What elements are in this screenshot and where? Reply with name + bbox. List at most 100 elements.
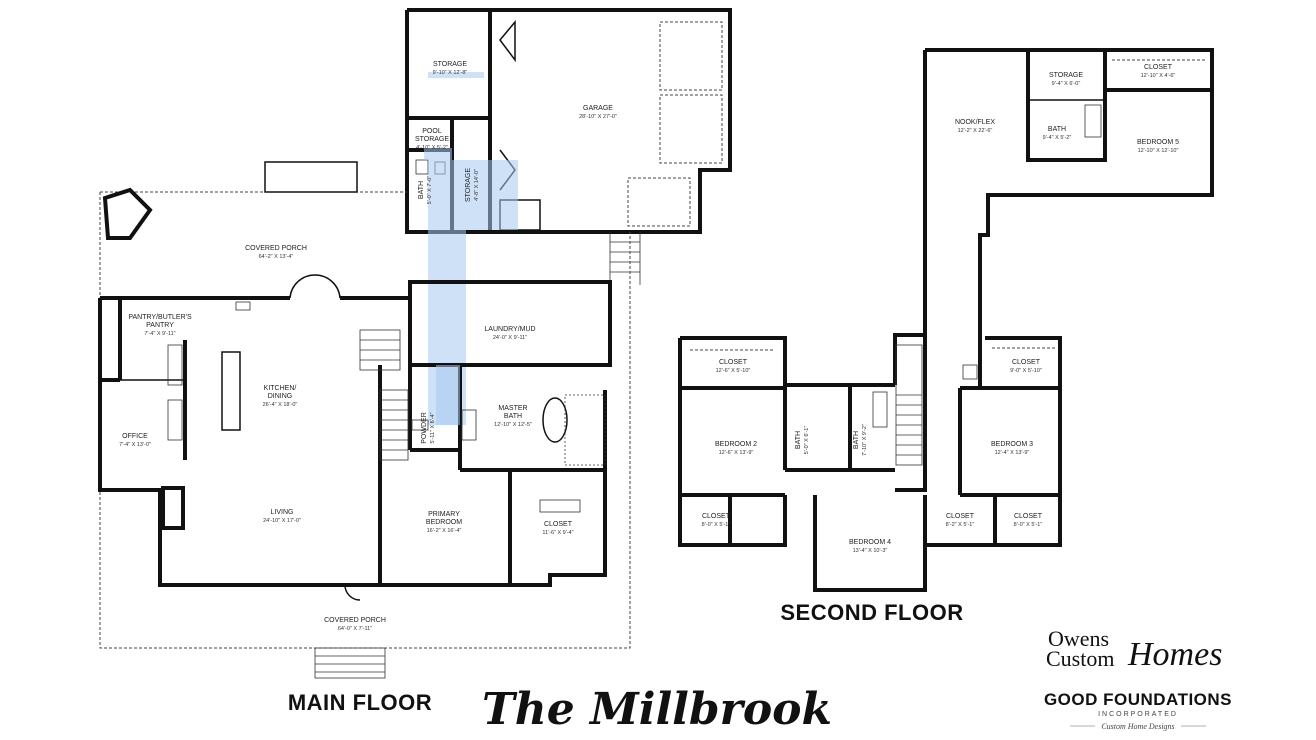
svg-text:7'-10" X 9'-2": 7'-10" X 9'-2" [862, 424, 868, 456]
svg-text:CLOSET: CLOSET [1014, 513, 1043, 520]
svg-text:CLOSET: CLOSET [702, 513, 731, 520]
svg-text:BEDROOM 2: BEDROOM 2 [715, 441, 757, 448]
room-closet-master: CLOSET 11'-6" X 9'-4" [542, 521, 573, 536]
svg-text:9'-10" X 12'-8": 9'-10" X 12'-8" [433, 70, 468, 76]
room-primary-bedroom: PRIMARY BEDROOM 16'-2" X 16'-4" [426, 511, 462, 534]
svg-text:8'-2" X 5'-1": 8'-2" X 5'-1" [946, 522, 975, 528]
room-covered-porch-front: COVERED PORCH 64'-0" X 7'-11" [324, 617, 386, 632]
svg-text:4'-8" X 14'-0": 4'-8" X 14'-0" [474, 169, 480, 201]
plan-title: The Millbrook [482, 684, 832, 735]
svg-text:PRIMARY: PRIMARY [428, 511, 460, 518]
room-closet-3a: CLOSET 9'-0" X 5'-10" [1010, 359, 1042, 374]
svg-text:KITCHEN/: KITCHEN/ [264, 385, 297, 392]
svg-text:24'-10" X 17'-0": 24'-10" X 17'-0" [263, 518, 301, 524]
room-powder: POWDER 5'-11" X 6'-4" [421, 412, 436, 444]
svg-text:LIVING: LIVING [271, 509, 294, 516]
svg-text:STORAGE: STORAGE [465, 168, 472, 202]
main-floor-walls [98, 161, 631, 679]
room-closet-4: CLOSET 8'-2" X 5'-1" [946, 513, 975, 528]
svg-text:MASTER: MASTER [498, 405, 527, 412]
svg-text:7'-4" X 13'-0": 7'-4" X 13'-0" [119, 442, 151, 448]
svg-text:NOOK/FLEX: NOOK/FLEX [955, 119, 995, 126]
room-bedroom-5: BEDROOM 5 12'-10" X 12'-10" [1137, 139, 1179, 154]
room-laundry: LAUNDRY/MUD 24'-0" X 9'-11" [484, 326, 535, 341]
svg-text:GOOD FOUNDATIONS: GOOD FOUNDATIONS [1044, 690, 1232, 709]
good-foundations-logo: GOOD FOUNDATIONS INCORPORATED Custom Hom… [1044, 690, 1232, 731]
room-closet-2a: CLOSET 12'-6" X 5'-10" [716, 359, 751, 374]
svg-text:BATH: BATH [418, 181, 425, 199]
room-bedroom-3: BEDROOM 3 12'-4" X 13'-9" [991, 441, 1033, 456]
svg-text:12'-6" X 5'-10": 12'-6" X 5'-10" [716, 368, 751, 374]
powder-highlight [436, 365, 460, 425]
svg-text:DINING: DINING [268, 393, 293, 400]
svg-text:CLOSET: CLOSET [1144, 64, 1173, 71]
svg-text:BEDROOM: BEDROOM [426, 519, 462, 526]
svg-text:Custom Home Designs: Custom Home Designs [1101, 722, 1174, 731]
svg-text:CLOSET: CLOSET [1012, 359, 1041, 366]
room-master-bath: MASTER BATH 12'-10" X 12'-5" [494, 405, 532, 428]
svg-text:BATH: BATH [504, 413, 522, 420]
svg-text:COVERED PORCH: COVERED PORCH [245, 245, 307, 252]
svg-text:8'-0" X 5'-1": 8'-0" X 5'-1" [1014, 522, 1043, 528]
room-pool-storage: POOL STORAGE 4'-10" X 5'-2" [415, 128, 449, 151]
room-bath-5: BATH 9'-4" X 5'-2" [1043, 126, 1072, 141]
svg-text:5'-0" X 7'-0": 5'-0" X 7'-0" [427, 176, 433, 205]
svg-text:9'-4" X 5'-2": 9'-4" X 5'-2" [1043, 135, 1072, 141]
svg-text:12'-10" X 12'-5": 12'-10" X 12'-5" [494, 422, 532, 428]
room-bath-2: BATH 5'-0" X 6'-1" [795, 426, 810, 455]
svg-text:GARAGE: GARAGE [583, 105, 613, 112]
room-closet-5: CLOSET 12'-10" X 4'-6" [1141, 64, 1176, 79]
svg-text:26'-4" X 18'-0": 26'-4" X 18'-0" [263, 402, 298, 408]
room-covered-porch-back: COVERED PORCH 64'-2" X 13'-4" [245, 245, 307, 260]
svg-text:12'-4" X 13'-9": 12'-4" X 13'-9" [995, 450, 1030, 456]
second-floor-label: SECOND FLOOR [780, 600, 963, 625]
svg-text:BATH: BATH [795, 431, 802, 449]
svg-text:BATH: BATH [1048, 126, 1066, 133]
svg-text:12'-10" X 12'-10": 12'-10" X 12'-10" [1138, 148, 1179, 154]
room-bedroom-2: BEDROOM 2 12'-6" X 13'-9" [715, 441, 757, 456]
svg-text:POOL: POOL [422, 128, 442, 135]
svg-text:12'-6" X 13'-9": 12'-6" X 13'-9" [719, 450, 754, 456]
room-labels: STORAGE 9'-10" X 12'-8" GARAGE 28'-10" X… [119, 61, 1179, 632]
room-office: OFFICE 7'-4" X 13'-0" [119, 433, 151, 448]
room-nook-flex: NOOK/FLEX 12'-2" X 22'-6" [955, 119, 995, 134]
svg-text:OFFICE: OFFICE [122, 433, 148, 440]
svg-text:POWDER: POWDER [421, 412, 428, 444]
room-kitchen: KITCHEN/ DINING 26'-4" X 18'-0" [263, 385, 298, 408]
svg-text:Owens: Owens [1048, 626, 1109, 651]
svg-text:Homes: Homes [1127, 636, 1222, 673]
room-closet-3b: CLOSET 8'-0" X 5'-1" [1014, 513, 1043, 528]
owens-custom-homes-logo: Owens Custom Homes [1046, 626, 1222, 673]
svg-text:12'-10" X 4'-6": 12'-10" X 4'-6" [1141, 73, 1176, 79]
svg-text:64'-0" X 7'-11": 64'-0" X 7'-11" [338, 626, 372, 632]
svg-text:BEDROOM 4: BEDROOM 4 [849, 539, 891, 546]
svg-text:5'-11" X 6'-4": 5'-11" X 6'-4" [430, 412, 436, 443]
svg-text:INCORPORATED: INCORPORATED [1098, 711, 1178, 718]
svg-text:CLOSET: CLOSET [719, 359, 748, 366]
breezeway-highlight [428, 160, 518, 230]
room-bath-pool: BATH 5'-0" X 7'-0" [418, 176, 433, 205]
svg-text:STORAGE: STORAGE [415, 136, 449, 143]
second-floor-walls [678, 48, 1214, 592]
svg-text:BEDROOM 5: BEDROOM 5 [1137, 139, 1179, 146]
room-pantry: PANTRY/BUTLER'S PANTRY 7'-4" X 9'-11" [128, 314, 192, 337]
room-garage: GARAGE 28'-10" X 27'-0" [579, 105, 617, 120]
room-storage-garage: STORAGE 9'-10" X 12'-8" [433, 61, 468, 76]
room-bath-3: BATH 7'-10" X 9'-2" [853, 424, 868, 456]
svg-text:8'-0" X 5'-1": 8'-0" X 5'-1" [702, 522, 731, 528]
svg-text:BATH: BATH [853, 431, 860, 449]
main-floor-label: MAIN FLOOR [288, 690, 432, 715]
svg-text:24'-0" X 9'-11": 24'-0" X 9'-11" [493, 335, 527, 341]
svg-text:9'-4" X 6'-0": 9'-4" X 6'-0" [1052, 81, 1081, 87]
svg-text:28'-10" X 27'-0": 28'-10" X 27'-0" [579, 114, 617, 120]
svg-text:16'-2" X 16'-4": 16'-2" X 16'-4" [427, 528, 462, 534]
svg-text:12'-2" X 22'-6": 12'-2" X 22'-6" [958, 128, 993, 134]
svg-text:11'-6" X 9'-4": 11'-6" X 9'-4" [542, 530, 573, 536]
svg-text:4'-10" X 5'-2": 4'-10" X 5'-2" [416, 145, 448, 151]
svg-text:64'-2" X 13'-4": 64'-2" X 13'-4" [259, 254, 294, 260]
svg-text:PANTRY: PANTRY [146, 322, 174, 329]
svg-text:9'-0" X 5'-10": 9'-0" X 5'-10" [1010, 368, 1042, 374]
svg-text:LAUNDRY/MUD: LAUNDRY/MUD [484, 326, 535, 333]
svg-text:PANTRY/BUTLER'S: PANTRY/BUTLER'S [128, 314, 192, 321]
